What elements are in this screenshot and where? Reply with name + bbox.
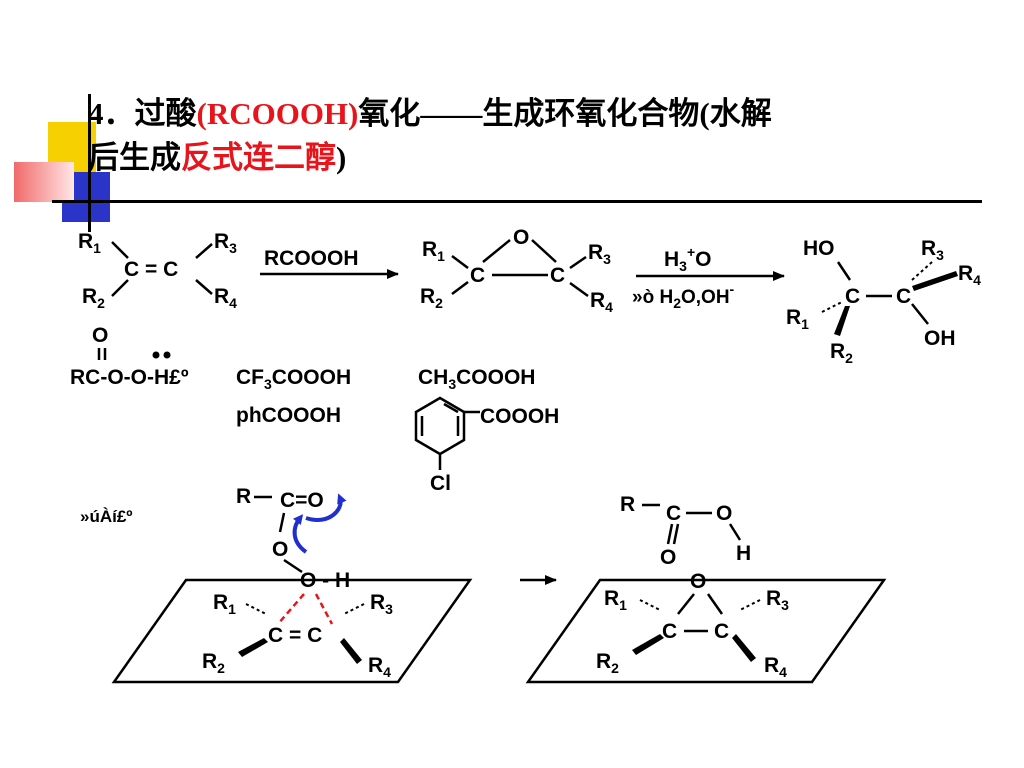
- svg-text:C: C: [666, 502, 681, 525]
- title-underline: [52, 200, 982, 203]
- mechanism-right-plane: R C O H O O C C R1 R3 R2 R4: [525, 493, 887, 684]
- title-reagent: (RCOOOH): [196, 96, 359, 131]
- svg-text:O: O: [716, 502, 732, 525]
- svg-text:R: R: [236, 485, 251, 508]
- arrow2-reagent-top: H3+O: [664, 244, 712, 274]
- mechanism-left-plane: R C=O O O - H R1 R3 C = C R2 R4: [111, 485, 473, 684]
- deco-vertical-line: [88, 94, 91, 232]
- title-line-2: 后生成反式连二醇): [88, 136, 988, 180]
- svg-text:R4: R4: [958, 262, 981, 288]
- svg-text:RC-O-O-H£º: RC-O-O-H£º: [70, 366, 189, 389]
- svg-text:R3: R3: [588, 241, 611, 267]
- svg-text:O: O: [660, 546, 676, 569]
- svg-text:R4: R4: [368, 654, 391, 680]
- svg-text:HO: HO: [803, 237, 835, 260]
- svg-text:O - H: O - H: [300, 569, 350, 592]
- arrow1-reagent: RCOOOH: [264, 247, 359, 270]
- svg-text:Cl: Cl: [430, 472, 451, 495]
- ch3coooh: CH3COOOH: [418, 366, 535, 392]
- svg-text:COOOH: COOOH: [480, 405, 559, 428]
- svg-text:R3: R3: [214, 230, 237, 256]
- mcpba-structure: COOOH Cl: [414, 396, 559, 495]
- alkene-reactant: R1 R2 R3 R4 C = C: [78, 230, 237, 311]
- svg-text:R1: R1: [213, 591, 236, 617]
- title-text: 后生成: [88, 140, 181, 175]
- reaction-arrow-1: RCOOOH: [260, 247, 399, 279]
- svg-text:R1: R1: [422, 238, 445, 264]
- generic-peracid: O RC-O-O-H£º: [70, 324, 189, 389]
- alkene-core: C = C: [124, 258, 178, 281]
- svg-text:R4: R4: [764, 654, 787, 680]
- title-text: 4．过酸: [88, 96, 197, 131]
- svg-text:O: O: [513, 226, 529, 249]
- mechanism-label: »úÀí£º: [80, 507, 133, 526]
- cf3coooh: CF3COOOH: [236, 366, 351, 392]
- svg-text:R1: R1: [604, 587, 627, 613]
- svg-text:OH: OH: [924, 327, 956, 350]
- svg-text:R2: R2: [596, 650, 619, 676]
- svg-text:R2: R2: [202, 650, 225, 676]
- svg-text:C: C: [470, 264, 485, 287]
- phcoooh: phCOOOH: [236, 404, 341, 427]
- svg-text:R: R: [620, 493, 635, 516]
- title-text: ): [336, 140, 347, 175]
- svg-text:C=O: C=O: [280, 489, 324, 512]
- svg-text:C: C: [845, 285, 860, 308]
- title-highlight: 反式连二醇: [181, 140, 336, 175]
- svg-text:R3: R3: [370, 591, 393, 617]
- svg-text:C: C: [714, 620, 729, 643]
- svg-text:C = C: C = C: [268, 624, 322, 647]
- svg-text:C: C: [550, 264, 565, 287]
- reaction-arrow-2: H3+O »ò H2O,OH-: [632, 244, 785, 311]
- title-line-1: 4．过酸(RCOOOH)氧化——生成环氧化合物(水解: [88, 92, 988, 136]
- svg-text:C: C: [896, 285, 911, 308]
- svg-text:R4: R4: [214, 285, 237, 311]
- trans-diol-product: HO C C R3 R4 OH R1 R2: [786, 237, 981, 366]
- svg-text:H: H: [736, 542, 751, 565]
- svg-text:R2: R2: [420, 285, 443, 311]
- deco-red-square: [14, 162, 74, 202]
- svg-text:R2: R2: [82, 285, 105, 311]
- svg-text:R1: R1: [786, 306, 809, 332]
- svg-text:R4: R4: [590, 289, 613, 315]
- svg-text:R3: R3: [921, 237, 944, 263]
- svg-text:C: C: [662, 620, 677, 643]
- svg-text:O: O: [690, 570, 706, 593]
- epoxide-product: O C C R1 R2 R3 R4: [420, 226, 613, 315]
- slide-title: 4．过酸(RCOOOH)氧化——生成环氧化合物(水解 后生成反式连二醇): [88, 92, 988, 180]
- svg-text:O: O: [92, 324, 108, 347]
- svg-text:R2: R2: [830, 340, 853, 366]
- svg-text:R3: R3: [766, 587, 789, 613]
- svg-text:O: O: [272, 538, 288, 561]
- arrow2-reagent-bottom: »ò H2O,OH-: [632, 281, 735, 311]
- title-text: 氧化——生成环氧化合物(水解: [358, 96, 772, 131]
- svg-text:R1: R1: [78, 230, 101, 256]
